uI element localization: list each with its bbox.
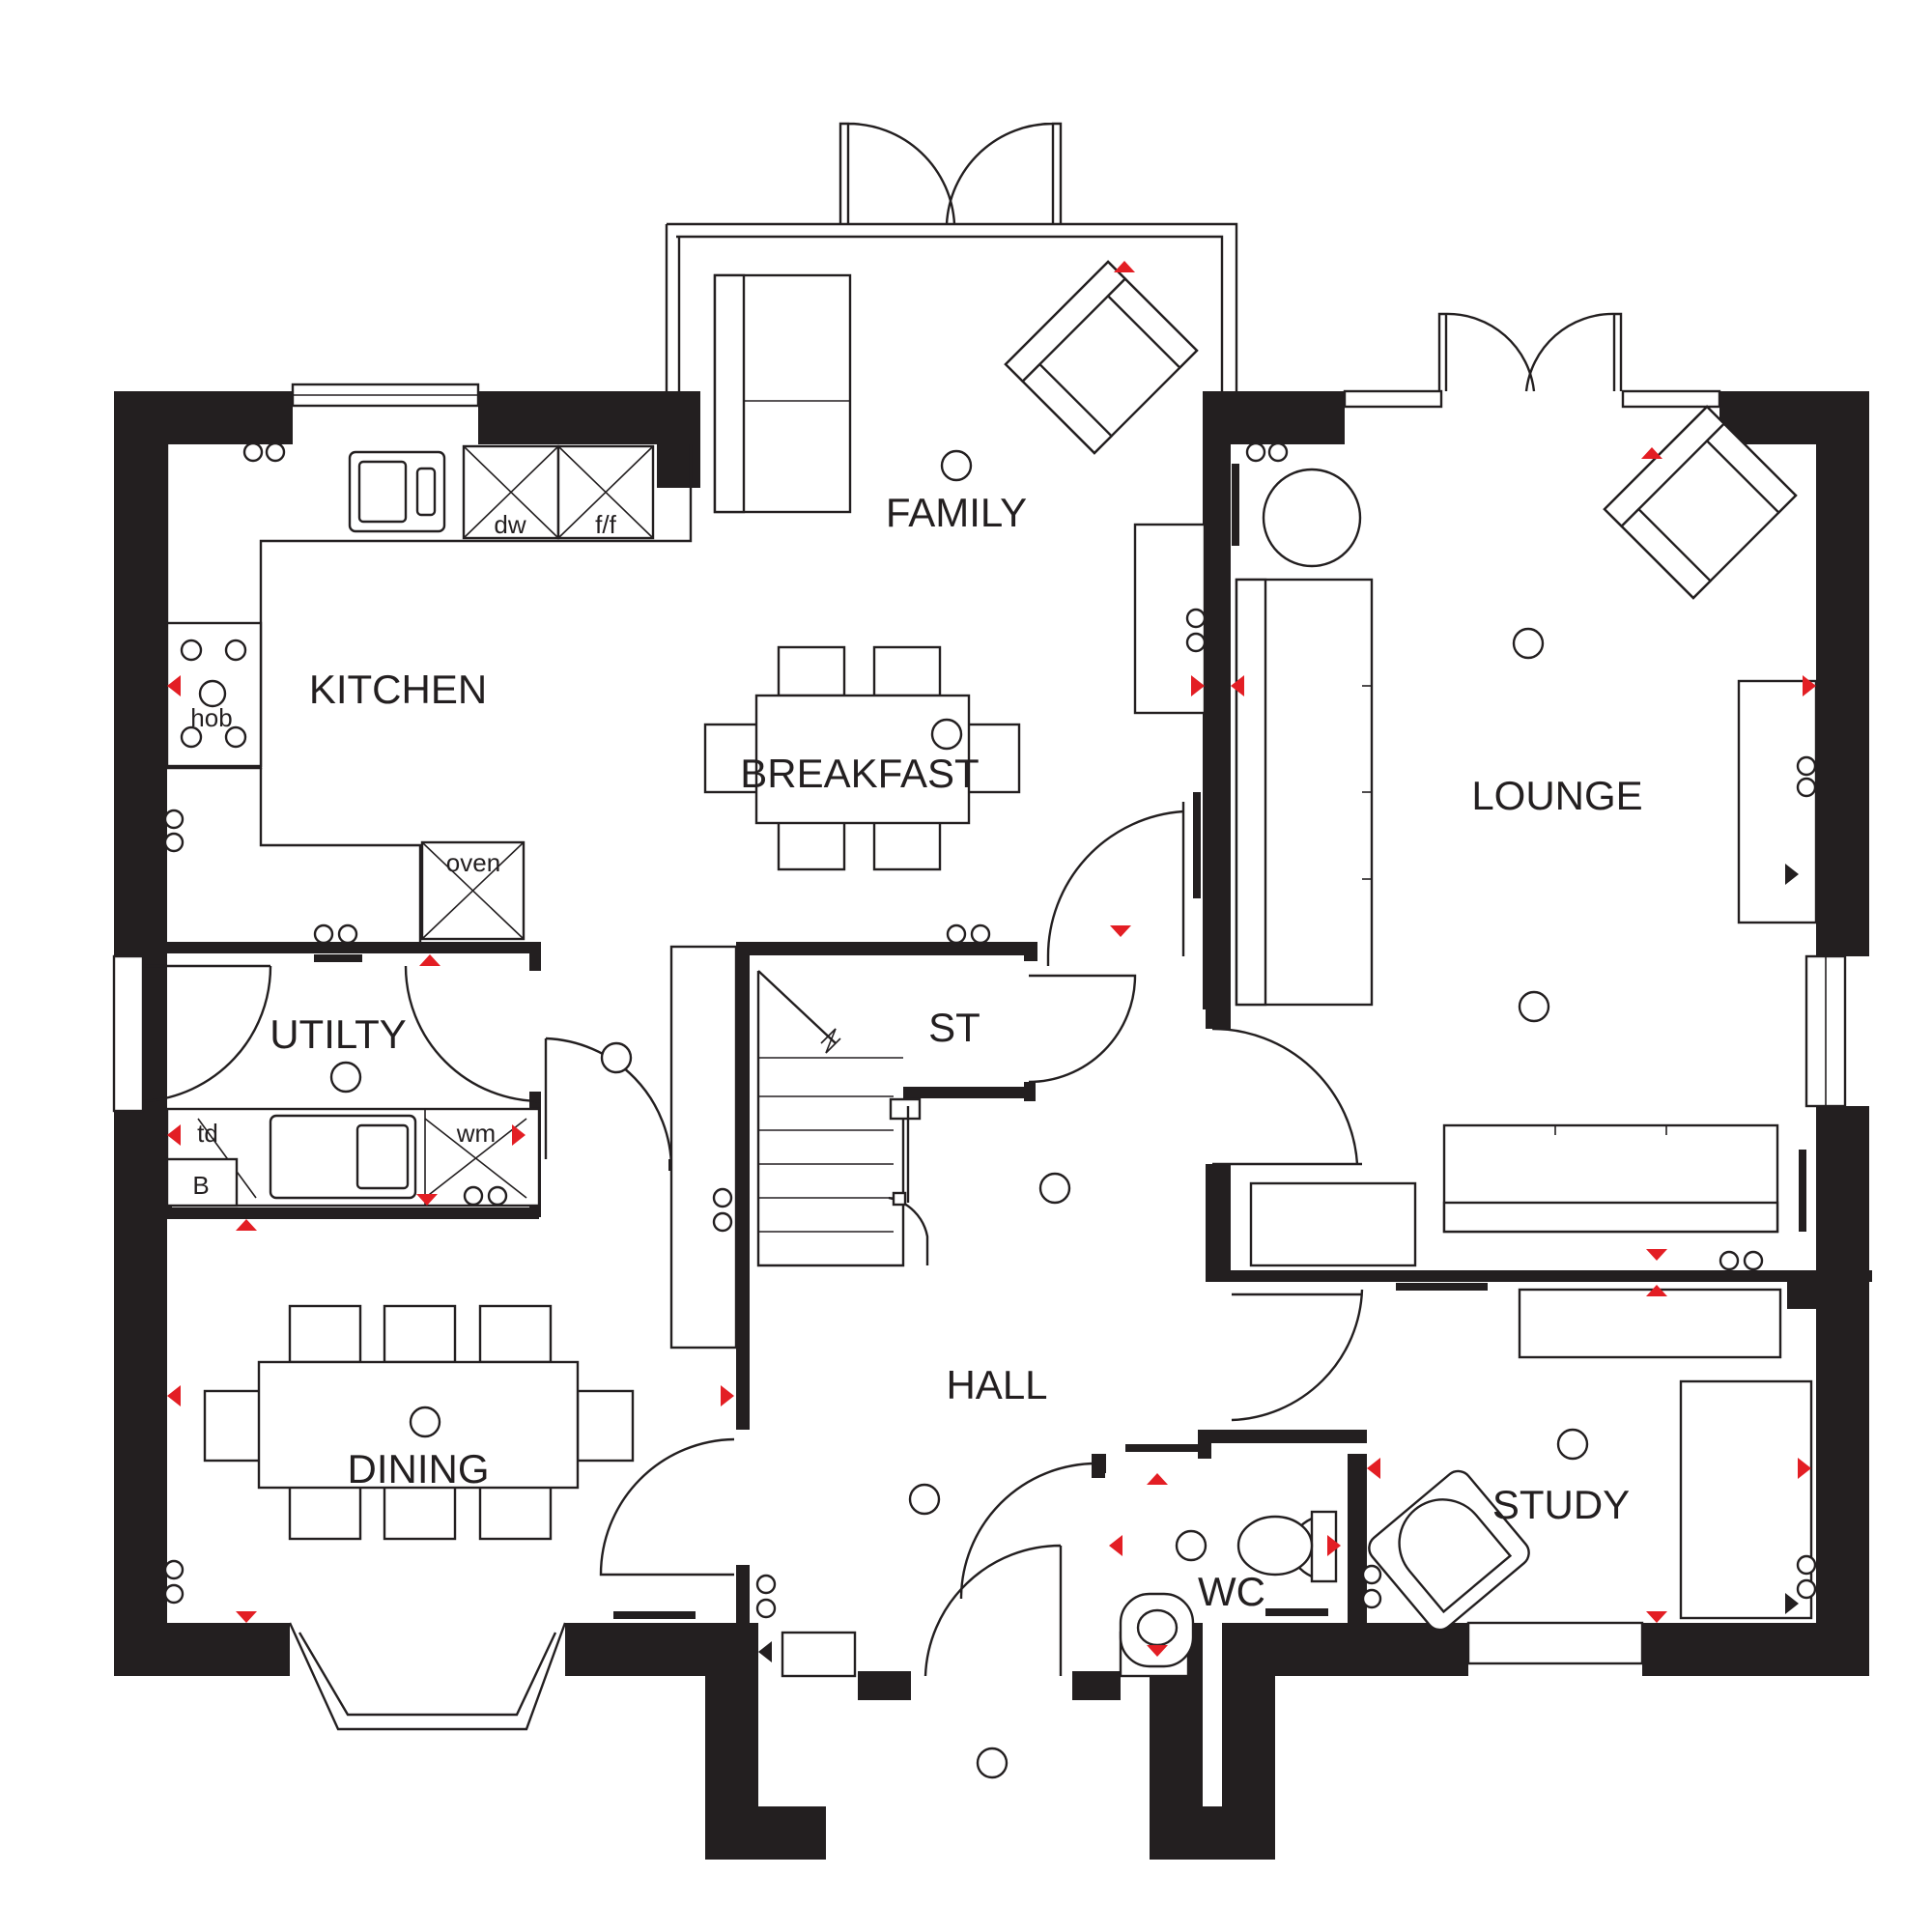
label-kitchen: KITCHEN xyxy=(309,667,487,712)
label-lounge: LOUNGE xyxy=(1471,773,1642,818)
label-family: FAMILY xyxy=(886,490,1027,535)
staircase xyxy=(669,945,929,1350)
label-oven: oven xyxy=(446,848,500,877)
appliance-labels: dw f/f hob oven td wm B xyxy=(190,510,616,1200)
label-breakfast: BREAKFAST xyxy=(740,751,979,796)
room-labels: FAMILY KITCHEN BREAKFAST LOUNGE UTILTY S… xyxy=(270,490,1642,1614)
ceiling-lights xyxy=(329,449,1589,1779)
label-wc: WC xyxy=(1198,1569,1265,1614)
switch-markers xyxy=(758,864,1799,1662)
doors xyxy=(144,122,1623,1677)
label-st: ST xyxy=(928,1005,980,1050)
radiators xyxy=(314,464,1806,1619)
label-tumble-dryer: td xyxy=(197,1119,218,1148)
label-hall: HALL xyxy=(946,1362,1047,1407)
exterior-walls xyxy=(114,391,1869,1860)
label-dishwasher: dw xyxy=(494,510,526,539)
electrical-markers xyxy=(167,261,1816,1657)
label-fridge-freezer: f/f xyxy=(595,510,616,539)
label-dining: DINING xyxy=(348,1446,490,1492)
furniture xyxy=(165,260,1818,1668)
sockets xyxy=(163,441,1817,1619)
label-utility: UTILTY xyxy=(270,1011,407,1057)
label-study: STUDY xyxy=(1492,1482,1630,1527)
label-boiler: B xyxy=(192,1171,209,1200)
label-hob: hob xyxy=(190,703,232,732)
label-washing-machine: wm xyxy=(456,1119,496,1148)
